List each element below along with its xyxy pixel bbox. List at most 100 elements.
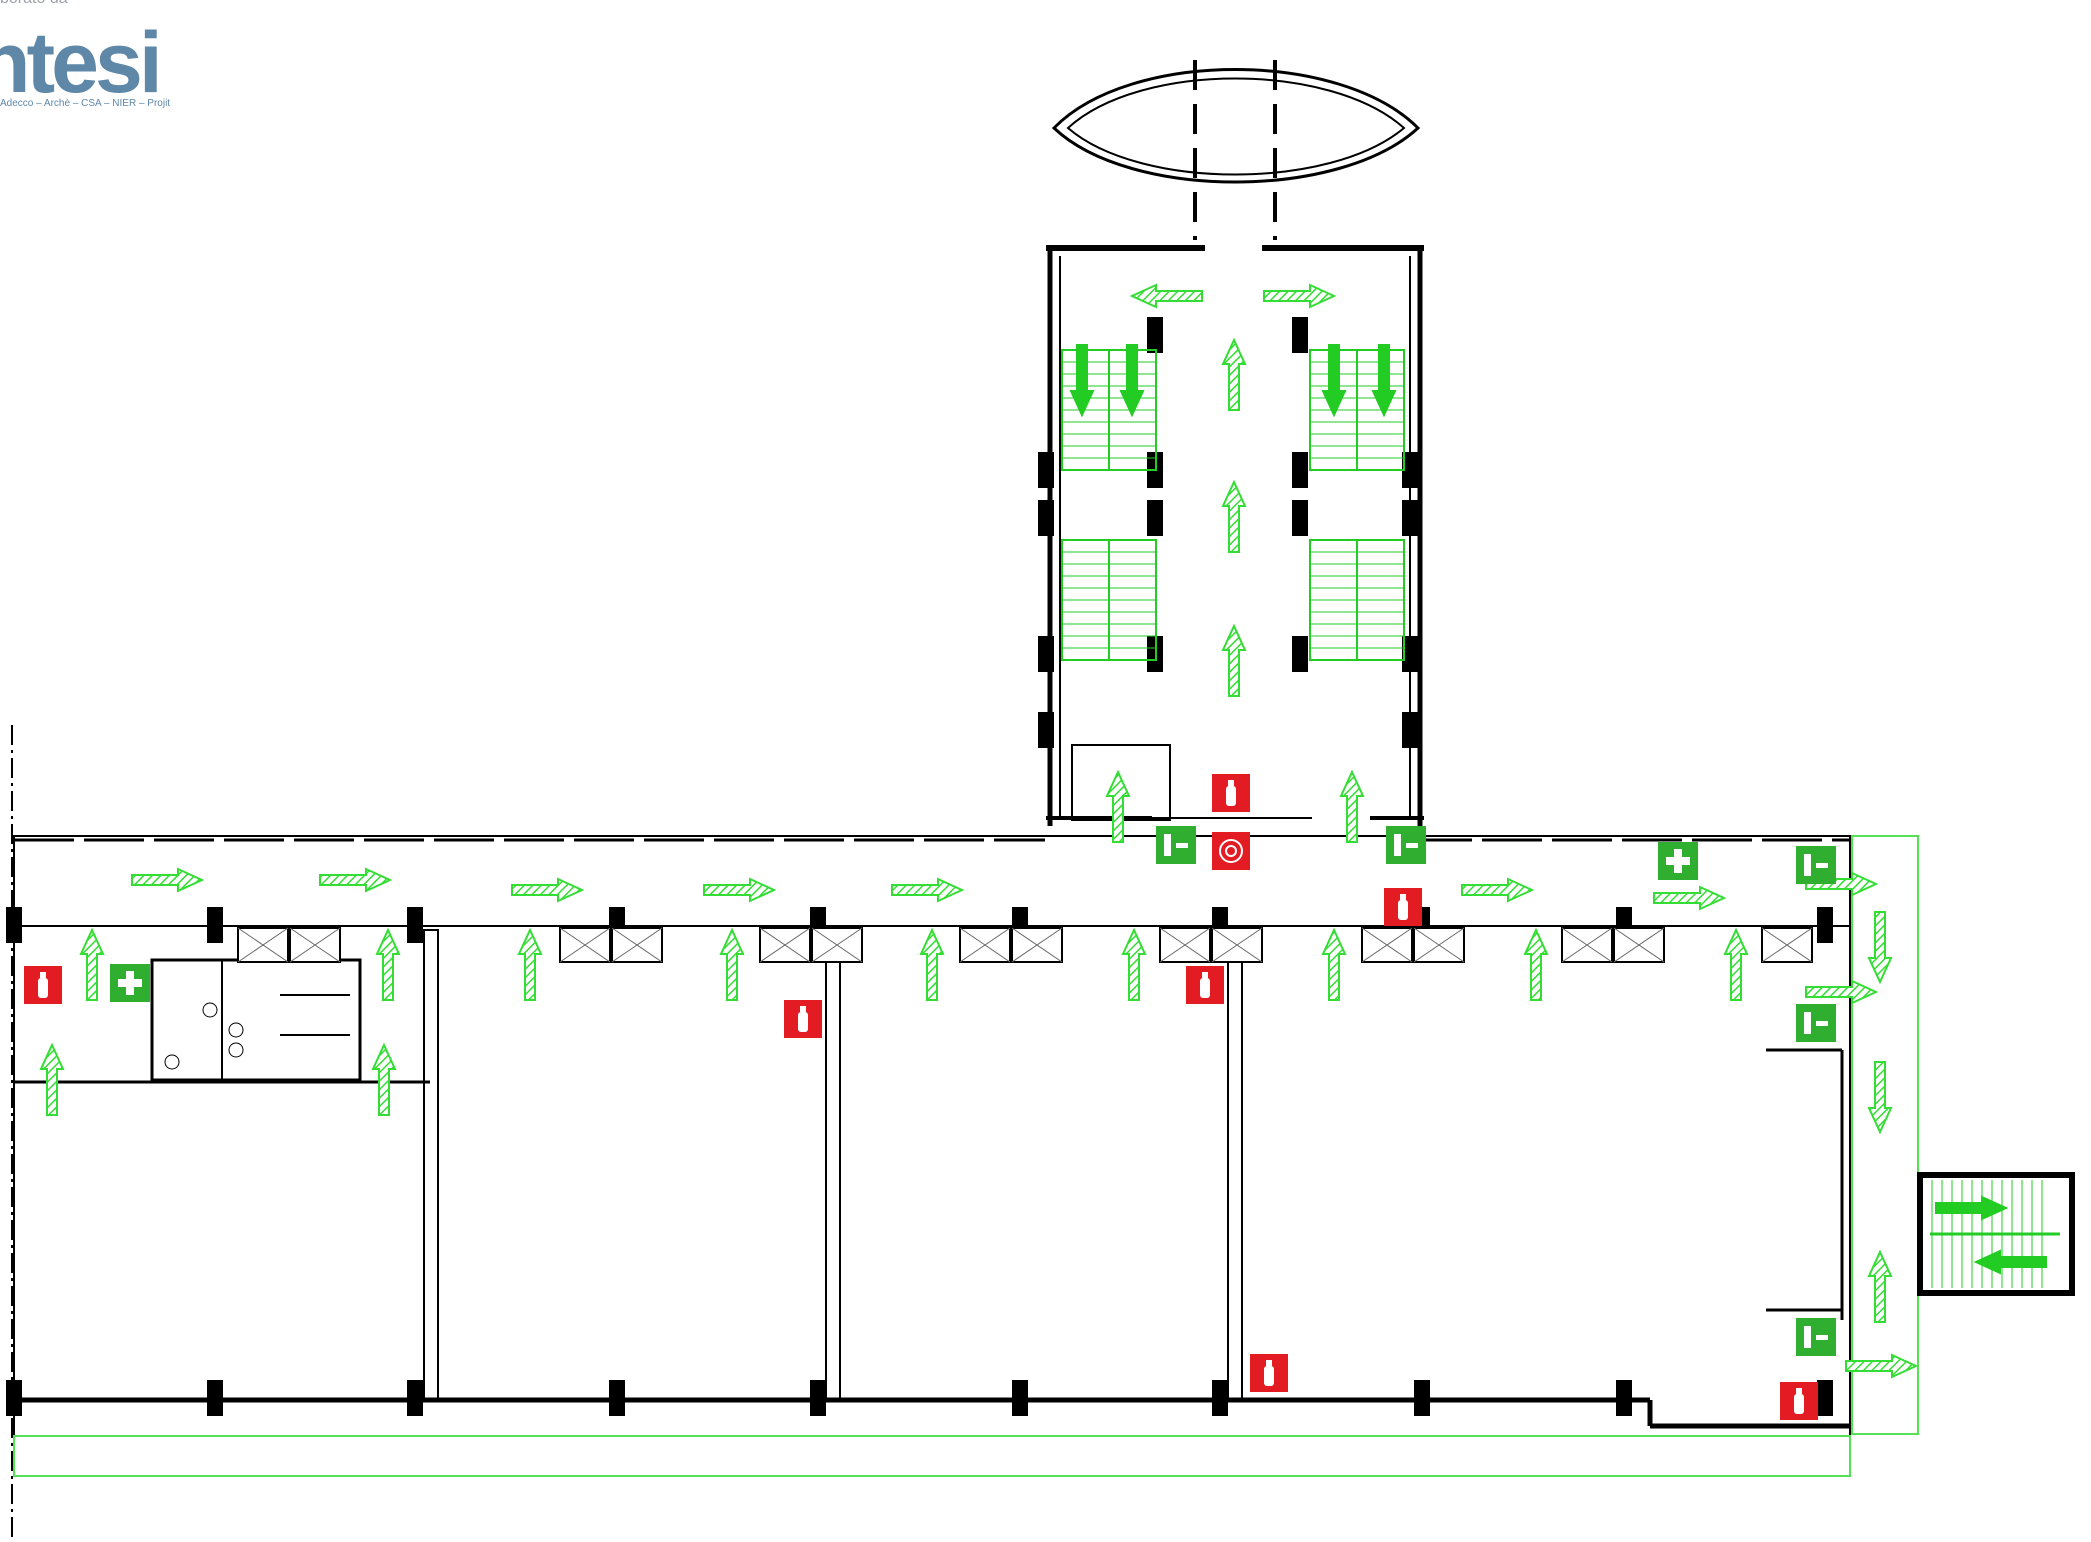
cross-horizontal [118,979,142,987]
window-cross-b [237,927,289,963]
east-stair [1917,1172,2075,1296]
column-14 [609,1380,625,1416]
escape-arrow-east-5 [1805,979,1879,1005]
first-aid-icon-1 [110,964,150,1002]
window-7 [959,927,1011,963]
room-divider-2 [825,929,841,1401]
window-cross-b [1761,927,1813,963]
fire-hose-reel-icon [1212,832,1250,870]
column-34 [1292,452,1308,488]
escape-arrow-entrance-right [1263,283,1337,309]
escape-arrow-room-7 [1321,927,1347,1001]
top-caption: borato da [0,0,68,8]
exit-arrow-bar [1816,1335,1828,1340]
column-13 [407,1380,423,1416]
emergency-exit-icon-5 [1796,1318,1836,1356]
emergency-exit-icon-2 [1386,826,1426,864]
escape-arrow-hall-5 [1339,769,1365,843]
column-23 [1038,636,1054,672]
window-1 [237,927,289,963]
escape-arrow-corridor-5 [891,877,965,903]
room-divider-3 [1227,929,1243,1401]
window-6 [811,927,863,963]
escape-arrow-corridor-1 [131,867,205,893]
emergency-exit-icon-4 [1796,1004,1836,1042]
column-29 [1147,317,1163,353]
exit-arrow-bar [1816,863,1828,868]
hose-reel-inner [1225,845,1237,857]
column-10 [1817,907,1833,943]
extinguisher-body [38,978,48,998]
window-cross-b [959,927,1011,963]
escape-arrow-hall-3 [1221,623,1247,697]
escape-arrow-east-3 [1867,1249,1893,1323]
column-31 [1147,500,1163,536]
column-20 [1817,1380,1833,1416]
escape-arrow-entrance-left [1129,283,1203,309]
window-cross-b [1613,927,1665,963]
window-cross-b [1361,927,1413,963]
escape-arrow-east-4 [1805,871,1879,897]
building-walls [11,60,2075,1542]
cross-horizontal [1666,857,1690,865]
extinguisher-body [1226,786,1236,806]
column-28 [1402,712,1418,748]
window-cross-b [289,927,341,963]
window-cross-b [1413,927,1465,963]
fire-sign-bg [1212,832,1250,870]
toilet-fixture-3 [228,1022,244,1038]
window-cross-b [759,927,811,963]
exit-arrow-bar [1816,1021,1828,1026]
stair-descent-arrow-2 [1119,344,1145,418]
extinguisher-valve [40,972,46,978]
exit-arrow-bar [1176,843,1188,848]
escape-arrow-hall-4 [1105,769,1131,843]
escape-arrow-room-2 [375,927,401,1001]
escape-arrow-room-11 [371,1042,397,1116]
window-10 [1211,927,1263,963]
column-22 [1038,500,1054,536]
column-15 [810,1380,826,1416]
emergency-exit-icon-3 [1796,846,1836,884]
hose-reel-outer [1219,839,1243,863]
column-25 [1402,452,1418,488]
window-cross-b [611,927,663,963]
escape-arrow-hall-2 [1221,479,1247,553]
first-aid-icon-2 [1658,842,1698,880]
column-33 [1292,317,1308,353]
escape-arrow-room-9 [1723,927,1749,1001]
fire-extinguisher-icon-2 [784,1000,822,1038]
window-3 [559,927,611,963]
fire-extinguisher-icon-7 [1780,1382,1818,1420]
south-facade-strip [13,1435,1851,1477]
window-12 [1413,927,1465,963]
window-8 [1011,927,1063,963]
escape-arrow-corridor-6 [1461,877,1535,903]
window-cross-b [1561,927,1613,963]
toilet-block [150,958,362,1082]
escape-arrow-corridor-4 [703,877,777,903]
escape-arrow-room-10 [39,1042,65,1116]
logo-partners: Adecco – Archè – CSA – NIER – Projit [0,98,171,109]
column-17 [1212,1380,1228,1416]
exit-door-figure [1394,834,1401,856]
extinguisher-body [1264,1366,1274,1386]
escape-arrow-hall-1 [1221,337,1247,411]
toilet-fixture-1 [202,1002,218,1018]
extinguisher-body [1794,1394,1804,1414]
column-3 [407,907,423,943]
stair-descent-arrow-1 [1069,344,1095,418]
escape-arrow-corridor-7 [1653,885,1727,911]
emergency-exit-icon-1 [1156,826,1196,864]
escape-arrow-room-4 [719,927,745,1001]
toilet-fixture-2 [164,1054,180,1070]
window-11 [1361,927,1413,963]
extinguisher-valve [1796,1388,1802,1394]
escape-arrow-east-6 [1845,1353,1919,1379]
exit-door-figure [1164,834,1171,856]
room-divider-1 [423,929,439,1401]
structural-columns [6,317,1833,1416]
fire-extinguisher-icon-6 [1250,1354,1288,1392]
fire-extinguisher-icon-3 [1186,966,1224,1004]
